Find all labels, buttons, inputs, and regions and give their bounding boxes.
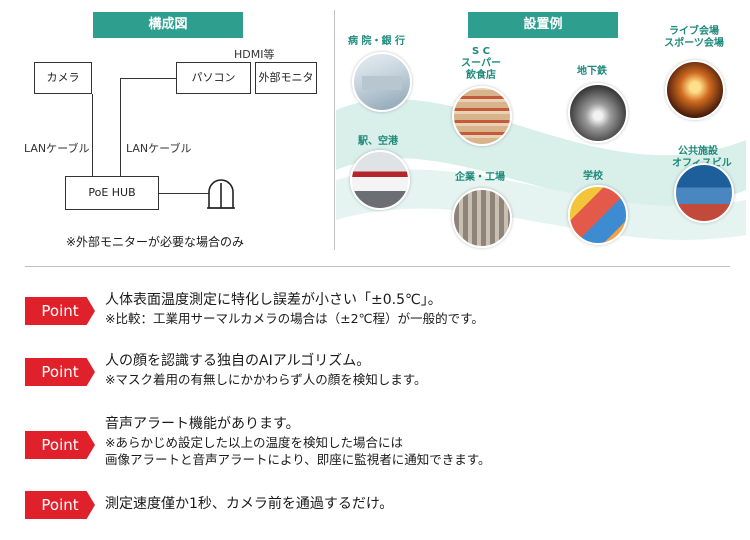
point-badge-2: Point — [25, 358, 95, 386]
point-badge-1: Point — [25, 297, 95, 325]
teal-wave-band — [336, 98, 746, 240]
point-1: 人体表面温度測定に特化し誤差が小さい「±0.5℃」。 ※比較：工業用サーマルカメ… — [105, 291, 484, 327]
point-2-sub: ※マスク着用の有無しにかかわらず人の顔を検知します。 — [105, 372, 427, 387]
vertical-divider — [334, 10, 335, 250]
photo-sc-supermarket — [452, 86, 512, 146]
point-3: 音声アラート機能があります。 ※あらかじめ設定した以上の温度を検知した場合には … — [105, 415, 491, 468]
point-2-main: 人の顔を認識する独自のAIアルゴリズム。 — [105, 353, 371, 369]
point-1-main: 人体表面温度測定に特化し誤差が小さい「±0.5℃」。 — [105, 292, 442, 308]
photo-hospital-bank — [352, 52, 412, 112]
point-4-main: 測定速度僅か1秒、カメラ前を通過するだけ。 — [105, 496, 394, 512]
pc-label: パソコン — [191, 71, 236, 84]
hub-right-wire — [159, 193, 209, 194]
point-1-sub: ※比較：工業用サーマルカメラの場合は（±2℃程）が一般的です。 — [105, 311, 484, 326]
locations-header: 設置例 — [468, 12, 618, 38]
place-label-live-venue: ライブ会場 スポーツ会場 — [664, 26, 724, 49]
external-monitor-note: ※外部モニターが必要な場合のみ — [66, 235, 245, 249]
diagram-header: 構成図 — [93, 12, 243, 38]
poe-hub-label: PoE HUB — [88, 186, 136, 199]
photo-live-venue — [665, 60, 725, 120]
point-2: 人の顔を認識する独自のAIアルゴリズム。 ※マスク着用の有無しにかかわらず人の顔… — [105, 352, 426, 388]
point-4: 測定速度僅か1秒、カメラ前を通過するだけ。 — [105, 495, 393, 514]
lan-cable-label-left: LANケーブル — [24, 142, 90, 155]
horizontal-divider — [25, 266, 730, 267]
place-label-school: 学校 — [583, 171, 603, 182]
photo-company-factory — [452, 188, 512, 248]
hdmi-label: HDMI等 — [234, 48, 275, 61]
camera-label: カメラ — [46, 71, 80, 84]
pc-down-wire — [120, 78, 121, 176]
photo-school — [568, 185, 628, 245]
lan-cable-label-right: LANケーブル — [126, 142, 192, 155]
photo-subway — [568, 83, 628, 143]
place-label-station-airport: 駅、空港 — [358, 136, 398, 147]
place-label-subway: 地下鉄 — [577, 66, 607, 77]
point-badge-4: Point — [25, 491, 95, 519]
place-label-company-factory: 企業・工場 — [455, 172, 505, 183]
place-label-hospital-bank: 病 院・銀 行 — [348, 36, 405, 47]
thermal-camera-icon — [207, 179, 235, 209]
pc-side-wire — [120, 78, 176, 79]
camera-down-wire — [92, 94, 93, 176]
monitor-box: 外部モニタ — [255, 62, 317, 94]
pc-box: パソコン — [176, 62, 251, 94]
place-label-sc-supermarket: S C スーパー 飲食店 — [461, 46, 501, 81]
poe-hub-box: PoE HUB — [65, 176, 159, 210]
camera-box: カメラ — [34, 62, 92, 94]
point-badge-3: Point — [25, 431, 95, 459]
point-3-main: 音声アラート機能があります。 — [105, 416, 300, 432]
point-3-sub2: 画像アラートと音声アラートにより、即座に監視者に通知できます。 — [105, 452, 491, 467]
photo-public-office — [674, 163, 734, 223]
point-3-sub: ※あらかじめ設定した以上の温度を検知した場合には — [105, 435, 403, 450]
photo-station-airport — [350, 150, 410, 210]
monitor-label: 外部モニタ — [258, 71, 314, 84]
